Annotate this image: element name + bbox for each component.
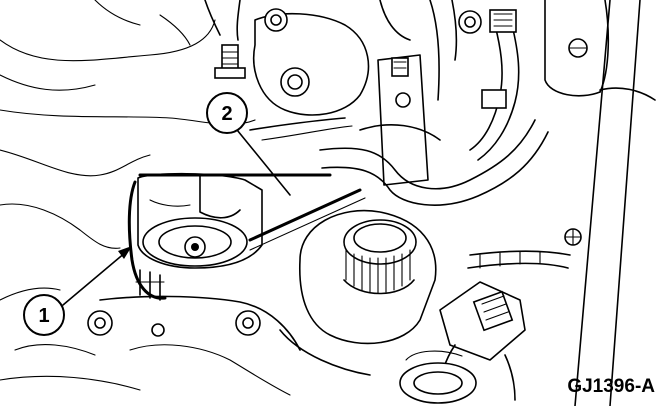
coolant-pipe (319, 119, 549, 206)
tensioner-pulley (135, 172, 263, 301)
upper-housing (249, 8, 370, 141)
mounting-bracket (359, 0, 441, 186)
electrical-connector (439, 281, 526, 401)
lower-engine-block (87, 295, 371, 376)
callout-1-label: 1 (38, 305, 49, 327)
stud-bolt-top-left (204, 0, 246, 79)
callout-2-circle (206, 92, 248, 134)
engine-bay-contours (0, 0, 291, 396)
callout-2: 2 (206, 92, 248, 134)
reservoir-tank (544, 0, 610, 97)
callout-2-label: 2 (221, 103, 232, 125)
figure-id: GJ1396-A (567, 376, 655, 397)
leader-arrowhead-1 (118, 246, 132, 259)
callout-1-circle (23, 294, 65, 336)
leader-lines (62, 124, 291, 306)
callout-1: 1 (23, 294, 65, 336)
oil-filter (299, 209, 437, 345)
sensor-housing (399, 350, 477, 404)
hose-fitting (451, 0, 520, 161)
frame-rail (467, 0, 656, 406)
